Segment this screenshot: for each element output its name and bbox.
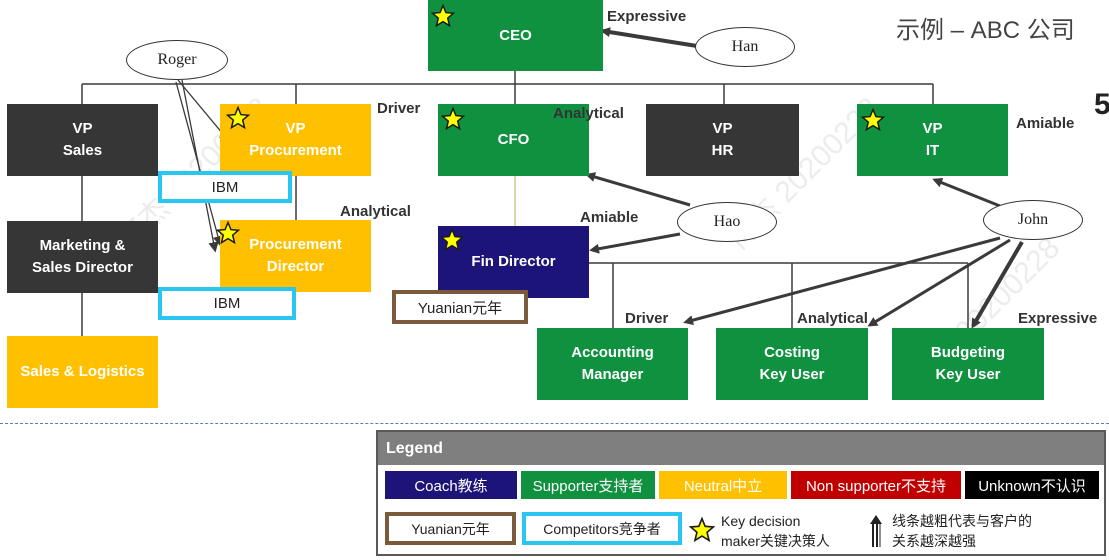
competitor-tag-vp-procurement[interactable]: IBM [158,171,292,203]
cropped-edge-glyph: 5 [1094,88,1109,121]
node-label: Costing Key User [759,344,825,383]
node-costing-key-user[interactable]: Costing Key User [716,328,868,400]
node-vp-hr[interactable]: VP HR [646,104,799,176]
node-label: CEO [499,26,532,44]
person-name: Roger [157,51,197,68]
legend-key-decision-label: Key decision maker关键决策人 [721,513,830,549]
node-sales-logistics[interactable]: Sales & Logistics [7,336,158,408]
legend-non-supporter-label: Non supporter不支持 [805,477,947,495]
legend-competitors: Competitors竞争者 [522,512,682,545]
arrow-up-icon [870,515,882,547]
node-label: Procurement Director [249,236,342,275]
node-label: VP Sales [62,120,103,159]
style-label-budgeting-key-user: Expressive [1018,310,1098,327]
legend-panel: Legend Coach教练 Supporter支持者 Neutral中立 No… [376,430,1106,556]
style-label-fin-director: Amiable [580,209,639,226]
yuanian-tag[interactable]: Yuanian元年 [392,290,528,324]
node-accounting-manager[interactable]: Accounting Manager [537,328,688,400]
node-marketing-sales-director[interactable]: Marketing & Sales Director [7,221,158,293]
node-label: VP Procurement [249,120,342,159]
section-divider [0,423,1109,424]
legend-unknown-label: Unknown不认识 [978,477,1086,495]
legend-supporter-label: Supporter支持者 [532,477,644,495]
page-title: 示例 – ABC 公司 [896,17,1075,44]
star-icon [226,106,250,130]
star-icon [440,228,464,252]
legend-header: Legend [378,432,1104,465]
person-hao[interactable]: Hao [677,202,777,242]
node-label: Budgeting Key User [930,344,1006,383]
style-label-cfo: Analytical [553,105,624,122]
node-ceo[interactable]: CEO [428,0,603,71]
legend-non-supporter: Non supporter不支持 [791,471,961,499]
star-icon [861,108,885,132]
legend-neutral-label: Neutral中立 [683,477,763,495]
yuanian-label: Yuanian元年 [417,299,503,317]
node-label: VP IT [922,120,943,159]
legend-line-note-label: 线条越粗代表与客户的 关系越深越强 [892,513,1032,549]
style-label-vp-procurement: Driver [377,100,421,117]
node-vp-it[interactable]: VP IT [857,104,1008,176]
node-label: Accounting Manager [571,344,654,383]
person-name: John [1017,211,1049,228]
legend-competitors-label: Competitors竞争者 [543,520,661,537]
style-label-costing-key-user: Analytical [797,310,868,327]
style-label-procurement-director: Analytical [340,203,411,220]
person-name: Hao [713,213,741,230]
legend-yuanian-label: Yuanian元年 [411,520,490,537]
person-roger[interactable]: Roger [126,40,228,80]
node-label: VP HR [711,120,734,159]
competitor-label: IBM [213,295,241,312]
competitor-label: IBM [211,178,239,196]
person-name: Han [731,38,759,55]
node-label: CFO [497,131,530,148]
node-fin-director[interactable]: Fin Director [438,226,589,298]
person-john[interactable]: John [983,200,1083,240]
node-procurement-director[interactable]: Procurement Director [220,220,371,292]
competitor-tag-procurement-director[interactable]: IBM [158,287,296,320]
style-label-vp-it: Amiable [1016,115,1075,132]
style-label-accounting-manager: Driver [625,310,669,327]
star-icon [431,4,455,28]
legend-yuanian: Yuanian元年 [385,512,516,545]
star-icon [689,517,715,543]
style-label-ceo: Expressive [607,8,687,25]
node-label: Sales & Logistics [20,363,145,380]
star-icon [441,107,465,131]
legend-coach: Coach教练 [385,471,517,499]
legend-supporter: Supporter支持者 [521,471,655,499]
node-vp-sales[interactable]: VP Sales [7,104,158,176]
node-budgeting-key-user[interactable]: Budgeting Key User [892,328,1044,400]
legend-unknown: Unknown不认识 [965,471,1099,499]
legend-coach-label: Coach教练 [414,477,488,495]
person-han[interactable]: Han [695,27,795,67]
node-label: Fin Director [471,253,556,270]
node-label: Marketing & Sales Director [32,237,133,276]
star-icon [216,221,240,245]
legend-neutral: Neutral中立 [659,471,787,499]
